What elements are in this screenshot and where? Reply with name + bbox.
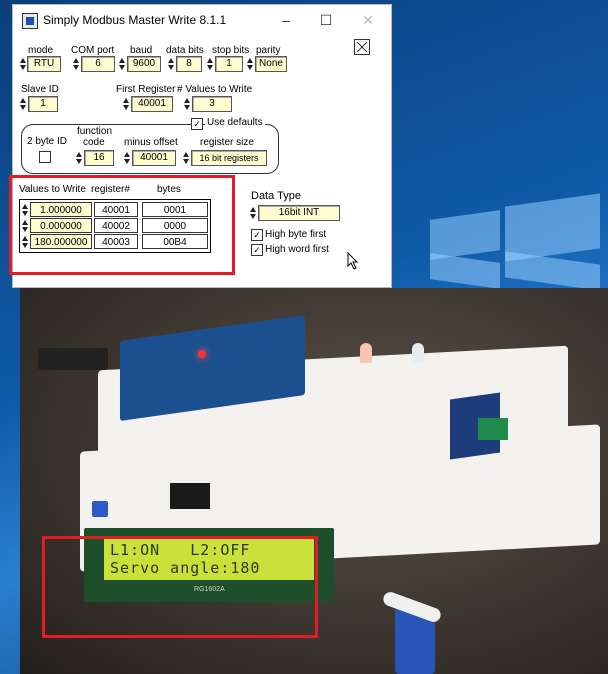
lcd-line-2: Servo angle:180 [110,559,261,577]
register-cell: 40003 [94,234,138,249]
potentiometer [92,501,108,517]
windows-logo-pane [505,251,600,291]
bytes-header: bytes [157,184,181,195]
data-bits-field[interactable]: 8 [176,56,202,72]
usb-cable [38,348,108,370]
register-header: register# [91,184,130,195]
row-spinner[interactable] [22,219,28,233]
register-size-field[interactable]: 16 bit registers [191,150,267,166]
row-spinner[interactable] [22,235,28,249]
stop-bits-spinner[interactable] [207,57,213,71]
stop-bits-field[interactable]: 1 [215,56,243,72]
high-byte-checkbox[interactable]: ✓ [251,229,263,241]
first-register-label: First Register [116,84,176,95]
register-cell: 40002 [94,218,138,233]
two-byte-id-label: 2 byte ID [27,136,68,147]
function-group [21,124,279,174]
high-word-checkbox[interactable]: ✓ [251,244,263,256]
value-cell[interactable]: 1.000000 [30,202,92,217]
slave-id-field[interactable]: 1 [28,96,58,112]
title-bar[interactable]: Simply Modbus Master Write 8.1.1 – ☐ ✕ [13,5,391,35]
com-port-spinner[interactable] [73,57,79,71]
baud-field[interactable]: 9600 [127,56,161,72]
close-port-icon[interactable] [354,39,370,55]
two-byte-id-checkbox[interactable] [39,151,51,163]
data-type-field[interactable]: 16bit INT [258,205,340,221]
value-cell[interactable]: 0.000000 [30,218,92,233]
mode-label: mode [28,45,54,56]
bytes-cell: 00B4 [142,234,208,249]
maximize-button[interactable]: ☐ [319,12,333,28]
lcd-line-1: L1:ON L2:OFF [110,541,251,559]
function-code-spinner[interactable] [76,151,82,165]
modbus-master-window: Simply Modbus Master Write 8.1.1 – ☐ ✕ m… [12,4,392,288]
first-register-spinner[interactable] [123,97,129,111]
use-defaults-checkbox[interactable]: ✓ [191,118,203,130]
values-count-label: # Values to Write [177,84,253,95]
mouse-cursor-icon [347,252,359,270]
code-label: code [83,137,105,148]
minus-offset-label: minus offset [124,137,178,148]
minus-offset-spinner[interactable] [124,151,130,165]
values-highlight-box [9,175,235,275]
stop-bits-label: stop bits [212,45,250,56]
windows-logo-pane [430,253,500,289]
window-title: Simply Modbus Master Write 8.1.1 [43,13,227,27]
parity-label: parity [256,45,281,56]
value-cell[interactable]: 180.000000 [30,234,92,249]
minus-offset-field[interactable]: 40001 [132,150,176,166]
high-word-label: High word first [265,244,329,255]
lcd-model-label: RG1602A [194,586,225,593]
com-port-label: COM port [71,45,115,56]
register-cell: 40001 [94,202,138,217]
bytes-cell: 0001 [142,202,208,217]
slave-id-label: Slave ID [21,84,59,95]
function-label: function [77,126,113,137]
data-type-label: Data Type [251,190,301,202]
lcd-highlight-box [42,536,318,638]
windows-logo-pane [505,193,600,262]
mode-spinner[interactable] [20,57,26,71]
com-port-field[interactable]: 6 [81,56,115,72]
lcd-screen: L1:ON L2:OFF Servo angle:180 [104,538,314,580]
terminal-block [478,418,508,440]
close-button[interactable]: ✕ [362,12,374,28]
bytes-cell: 0000 [142,218,208,233]
values-count-spinner[interactable] [184,97,190,111]
use-defaults-label: Use defaults [205,117,265,128]
register-size-label: register size [200,137,254,148]
values-count-field[interactable]: 3 [192,96,232,112]
data-type-spinner[interactable] [250,206,256,220]
slave-id-spinner[interactable] [20,97,26,111]
led-1 [360,343,372,363]
jumper-wires [170,483,210,509]
values-header: Values to Write [19,184,86,195]
power-led [198,350,206,358]
function-code-field[interactable]: 16 [84,150,114,166]
first-register-field[interactable]: 40001 [131,96,173,112]
minimize-button[interactable]: – [282,12,290,28]
values-table: 1.000000 40001 0001 0.000000 40002 0000 … [19,199,211,253]
row-spinner[interactable] [22,203,28,217]
windows-logo-pane [430,210,500,260]
app-icon [22,13,38,29]
arduino-photo: L1:ON L2:OFF Servo angle:180 RG1602A [20,288,608,674]
high-byte-label: High byte first [265,229,327,240]
parity-field[interactable]: None [255,56,287,72]
baud-spinner[interactable] [119,57,125,71]
led-2 [412,343,424,363]
mode-field[interactable]: RTU [27,56,61,72]
parity-spinner[interactable] [247,57,253,71]
data-bits-label: data bits [166,45,204,56]
data-bits-spinner[interactable] [168,57,174,71]
lcd-module: L1:ON L2:OFF Servo angle:180 RG1602A [84,528,334,602]
baud-label: baud [130,45,153,56]
register-size-spinner[interactable] [183,151,189,165]
